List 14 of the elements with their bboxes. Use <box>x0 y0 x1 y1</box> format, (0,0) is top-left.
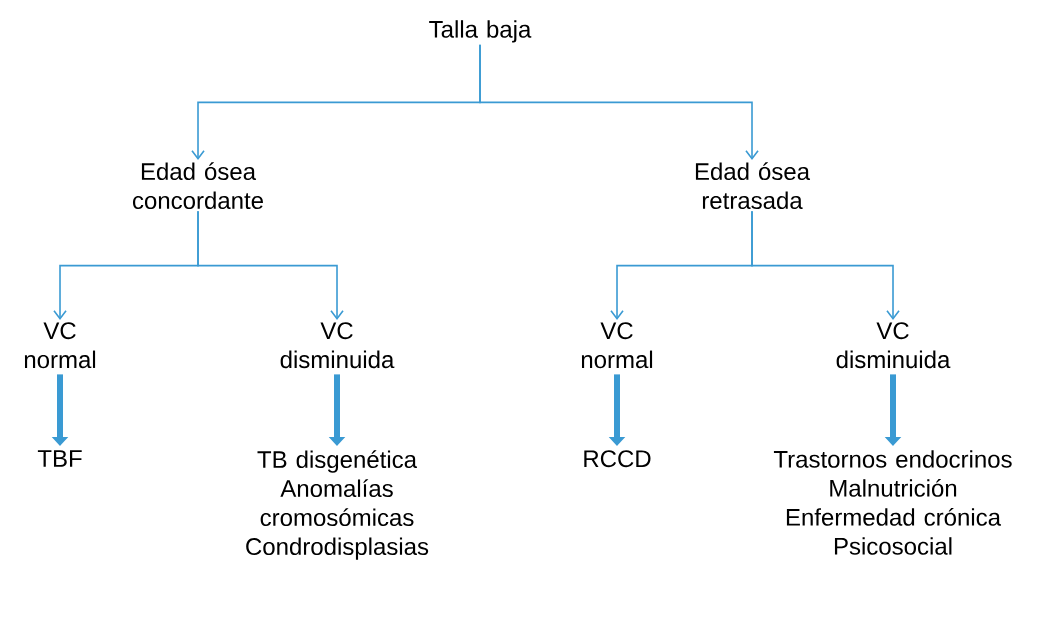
label-text: VC disminuida <box>836 322 951 369</box>
label-text: Talla baja <box>429 20 532 43</box>
label-text: Trastornos endocrinos Malnutrición Enfermedad crónica Psicosocial <box>773 450 1012 555</box>
label-text: VC disminuida <box>280 322 395 369</box>
label-text: TBF <box>37 450 82 467</box>
label-text: RCCD <box>584 450 651 468</box>
label-text: VC normal <box>581 322 653 369</box>
arrow <box>479 43 759 160</box>
arrow <box>197 210 344 320</box>
label-text: TB disgenética Anomalías cromosómicas Condrodisplasias <box>246 450 429 560</box>
arrow <box>751 210 900 320</box>
label-text: Edad ósea concordante <box>133 162 263 210</box>
label-text: VC normal <box>24 322 96 369</box>
label-text: Edad ósea retrasada <box>695 162 811 210</box>
